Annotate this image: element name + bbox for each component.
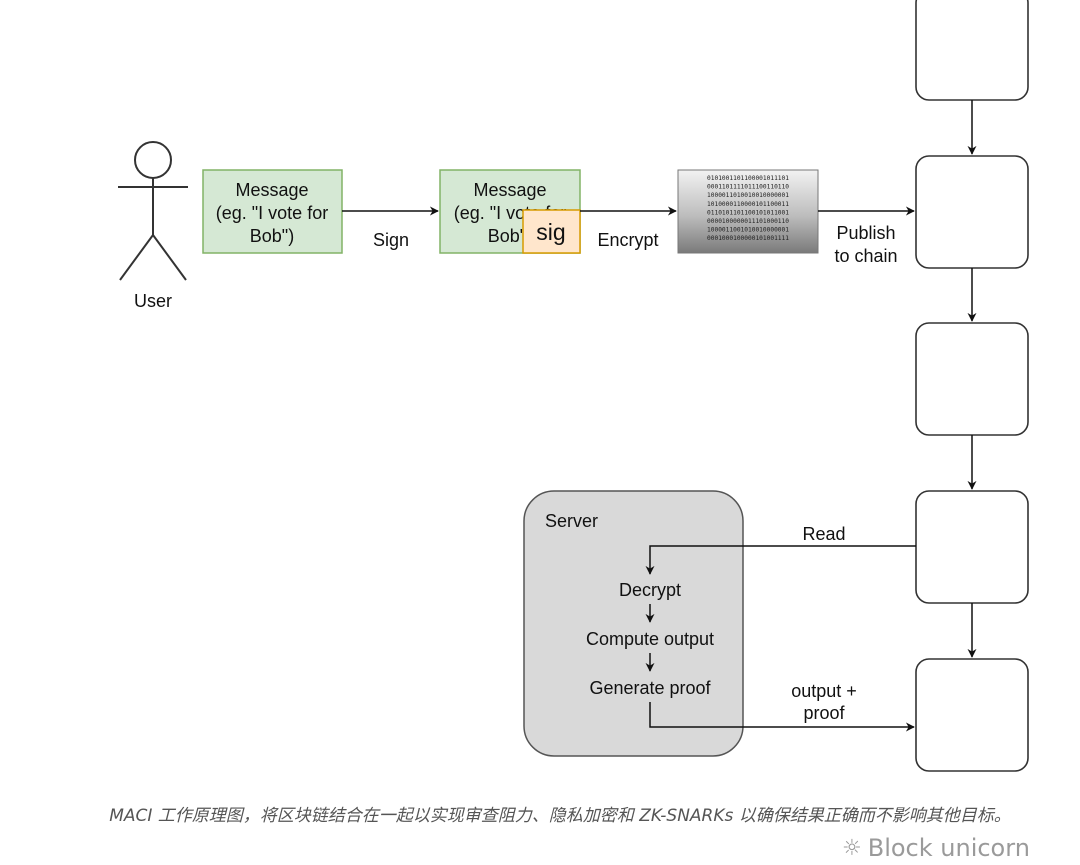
chain-block-4 (915, 490, 1029, 604)
ciphertext-line: 0110101101100101011001 (707, 209, 789, 216)
server-step-decrypt: Decrypt (619, 580, 681, 600)
server-box: Server Decrypt Compute output Generate p… (523, 490, 744, 757)
ciphertext-line: 0101001101100001011101 (707, 175, 789, 182)
user-actor: User (118, 141, 188, 311)
message2-line3: Bob") (488, 226, 532, 246)
ciphertext-line: 0001101111011100110110 (707, 184, 789, 191)
ciphertext-line: 0001000100000101001111 (707, 235, 789, 242)
ciphertext-line: 1010000110000101100011 (707, 201, 789, 208)
user-right-leg (152, 234, 187, 281)
maci-diagram: User Message (eg. "I vote for Bob") Mess… (118, 0, 1029, 772)
ciphertext-image: 0101001101100001011101 000110111101110011… (677, 169, 819, 254)
arrow-output-proof (649, 702, 915, 732)
user-head (134, 141, 172, 179)
user-left-leg (119, 234, 154, 281)
server-step-proof: Generate proof (589, 678, 711, 698)
message2-line1: Message (473, 180, 546, 200)
ciphertext-line: 1000011010010010000001 (707, 192, 789, 199)
message1-line2: (eg. "I vote for (216, 203, 328, 223)
message1-line3: Bob") (250, 226, 294, 246)
server-title: Server (545, 511, 598, 531)
blockchain (915, 0, 1029, 772)
chain-block-2 (915, 155, 1029, 269)
signature-badge (522, 209, 581, 254)
chain-block-3 (915, 322, 1029, 436)
chain-block-5 (915, 658, 1029, 772)
edge-label-encrypt: Encrypt (597, 230, 658, 250)
server-step-compute: Compute output (586, 629, 714, 649)
edge-label-publish-2: to chain (834, 246, 897, 266)
edge-label-output-2: proof (803, 703, 845, 723)
watermark: ☼ Block unicorn (842, 832, 1062, 864)
edge-label-read: Read (802, 524, 845, 544)
ciphertext-line: 0000100000011101000110 (707, 218, 789, 225)
figure-caption: MACI 工作原理图，将区块链结合在一起以实现审查阻力、隐私加密和 ZK-SNA… (109, 806, 1011, 826)
arrow-read (645, 545, 916, 575)
edge-label-publish-1: Publish (836, 223, 895, 243)
wechat-icon: ☼ (842, 835, 862, 861)
edge-label-output-1: output + (791, 681, 857, 701)
message1-line1: Message (235, 180, 308, 200)
message-box-signed: Message (eg. "I vote for Bob") sig (439, 169, 581, 254)
ciphertext-bits: 0101001101100001011101 000110111101110011… (707, 175, 789, 242)
user-label: User (134, 291, 172, 311)
message-box-unsigned: Message (eg. "I vote for Bob") (202, 169, 343, 254)
ciphertext-line: 1000011001010010000001 (707, 227, 789, 234)
chain-block-1 (915, 0, 1029, 101)
signature-label: sig (536, 219, 565, 245)
watermark-text: Block unicorn (867, 834, 1030, 862)
edge-label-sign: Sign (373, 230, 409, 250)
